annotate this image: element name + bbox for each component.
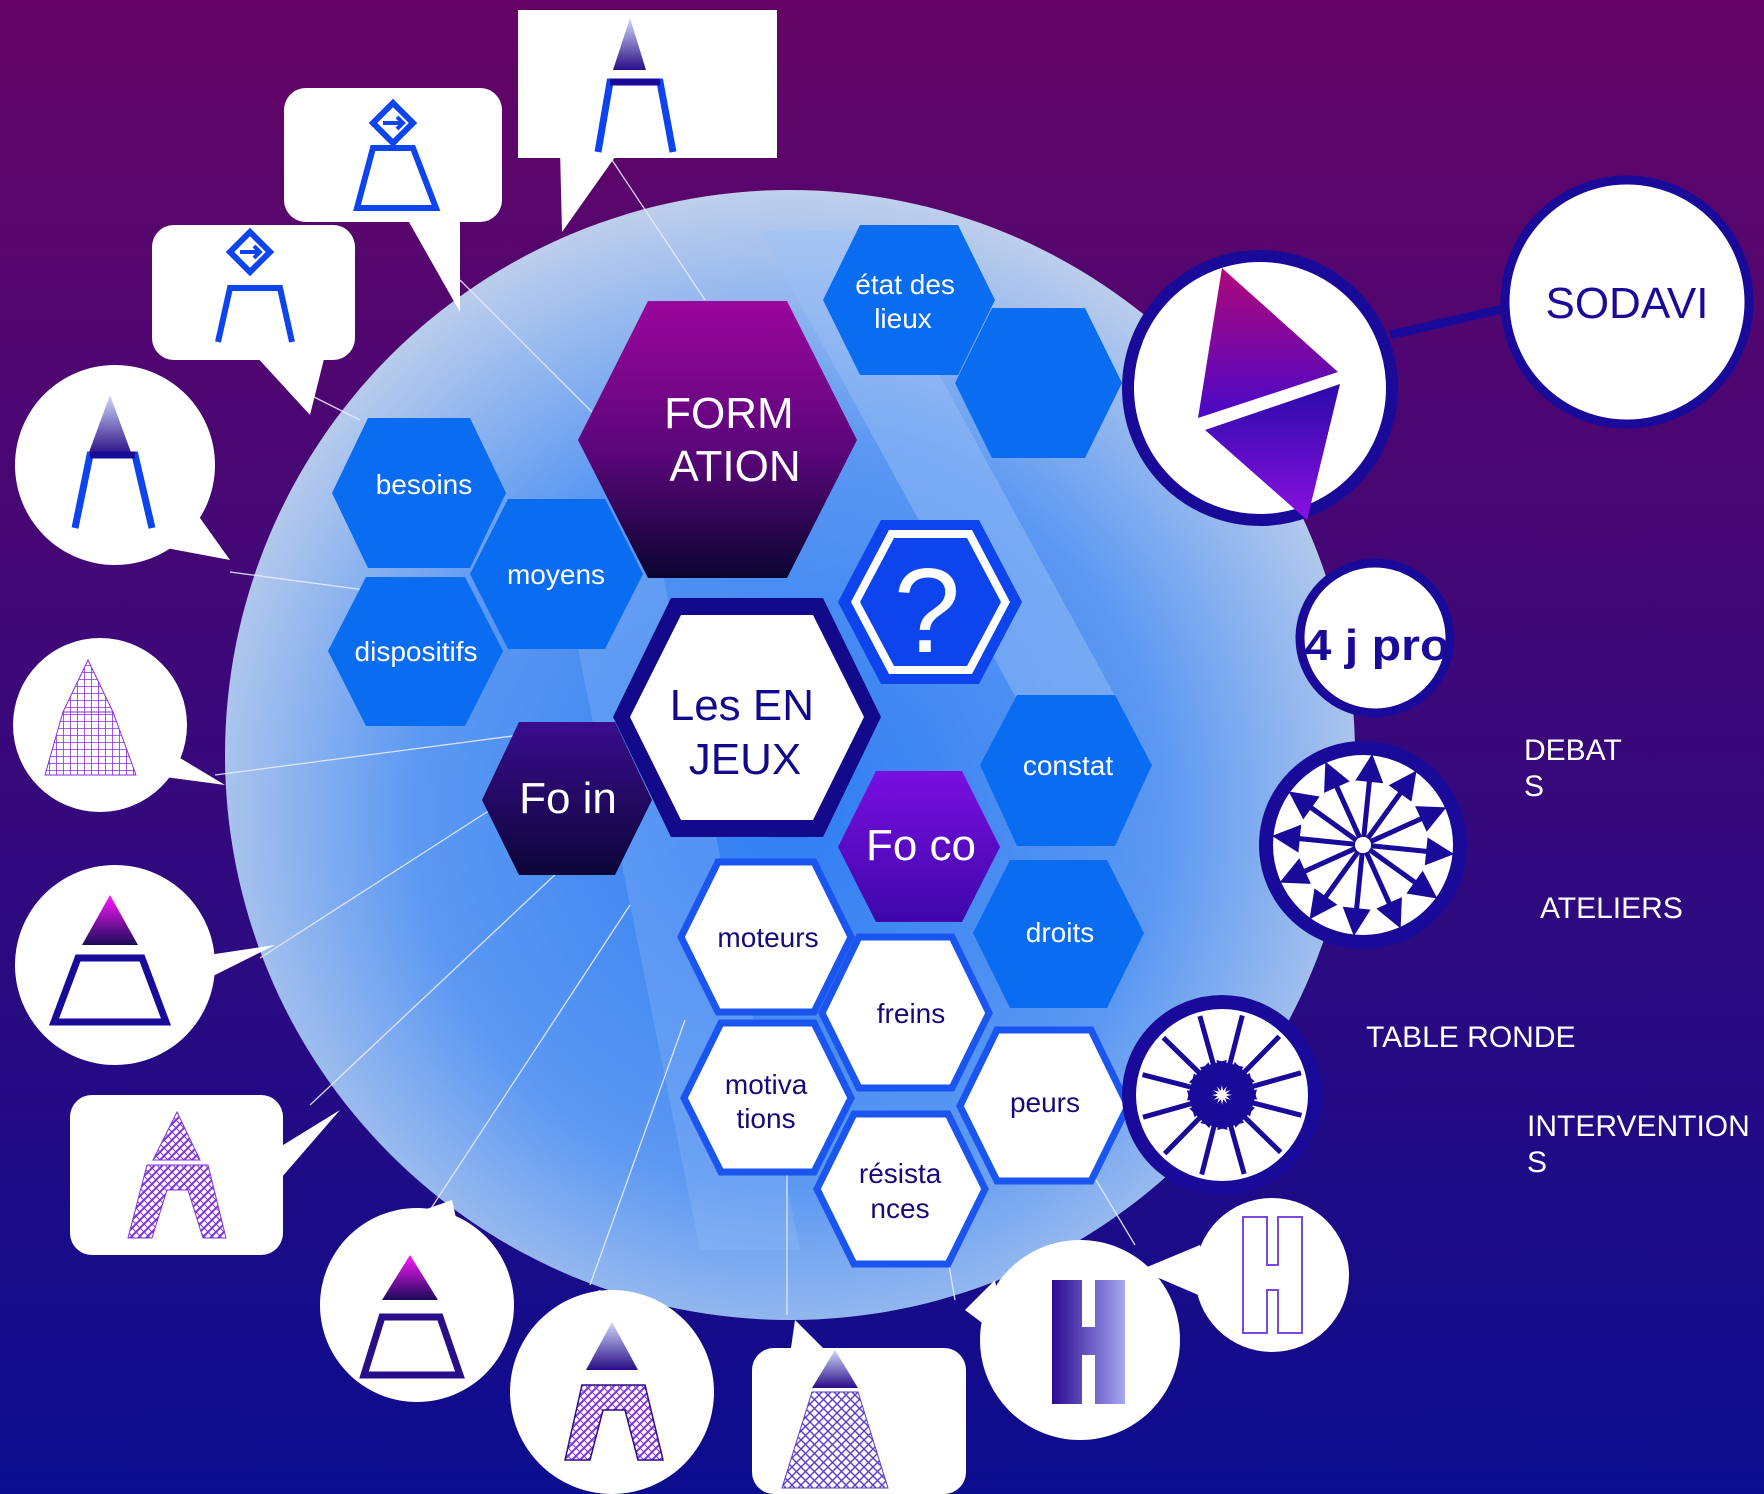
person-icon (564, 1322, 664, 1461)
arrow-head (1309, 888, 1338, 920)
hex-moteurs[interactable]: moteurs (677, 858, 855, 1016)
hex-fo-in-label: Fo in (519, 774, 617, 823)
speech-bubble-10[interactable] (752, 1320, 966, 1494)
label-table-ronde: TABLE RONDE (1366, 1021, 1576, 1054)
connector-lines (214, 159, 1136, 1315)
hex-fo-co[interactable]: Fo co (838, 771, 1000, 922)
sodavi-group: SODAVI 4 j pro (1122, 175, 1754, 718)
person-icon (71, 395, 156, 529)
speech-bubbles (13, 10, 1349, 1494)
hex-empty (955, 308, 1122, 458)
hex-peurs-label: peurs (1010, 1087, 1080, 1118)
arrow-head (1424, 837, 1455, 866)
speech-bubble-2[interactable] (284, 88, 502, 312)
hex-moyens-label: moyens (507, 559, 605, 590)
table-ronde-circle-icon (1122, 995, 1322, 1195)
pro-badge-label: 4 j pro (1305, 621, 1450, 670)
speech-bubble-12[interactable] (1140, 1198, 1349, 1352)
arrow-head (1226, 1072, 1258, 1100)
hex-moteurs-label: moteurs (717, 922, 818, 953)
sodavi-circle[interactable] (1500, 175, 1754, 429)
hex-freins[interactable]: freins (818, 933, 993, 1092)
speech-bubble-4[interactable] (15, 365, 230, 565)
arrow-head (1415, 806, 1447, 832)
h-letter-icon (1052, 1280, 1125, 1404)
h-letter-icon (1242, 1216, 1303, 1334)
arrow-head (1342, 906, 1371, 937)
question-mark: ? (894, 544, 961, 678)
person-icon (44, 658, 137, 776)
arrow-head (1324, 761, 1350, 793)
person-icon (359, 1255, 465, 1379)
hex-peurs[interactable]: peurs (956, 1026, 1132, 1185)
hex-resistances-label: résista nces (859, 1158, 949, 1224)
hex-motivations-label: motiva tions (725, 1069, 815, 1134)
sodavi-connector (1388, 300, 1522, 340)
arrow-head (1288, 791, 1320, 820)
arrow-head (1279, 858, 1311, 884)
hex-resistances[interactable]: résista nces (813, 1110, 989, 1268)
pro-badge-circle[interactable] (1295, 558, 1455, 718)
person-icon (127, 1110, 227, 1239)
person-icon (215, 227, 295, 343)
hex-droits-label: droits (1026, 917, 1094, 948)
speech-bubble-6[interactable] (15, 865, 275, 1065)
speech-bubble-5[interactable] (13, 638, 225, 812)
person-icon (353, 98, 441, 211)
speech-bubble-3[interactable] (152, 225, 355, 415)
hex-etat-des-lieux[interactable]: état des lieux (823, 225, 995, 375)
speech-bubble-9[interactable] (510, 1290, 714, 1494)
arrow-head (1388, 770, 1417, 802)
arrow-head (1376, 897, 1402, 929)
speech-bubble-11[interactable] (965, 1240, 1180, 1440)
hex-fo-co-label: Fo co (866, 821, 976, 870)
arrow-head (1406, 870, 1438, 899)
triangle-bottom (1205, 384, 1340, 520)
hex-enjeux-label: Les EN JEUX (670, 681, 827, 784)
hex-besoins[interactable]: besoins (332, 418, 506, 568)
person-icon (594, 18, 677, 153)
hex-question[interactable]: ? (838, 520, 1022, 684)
hex-dispositifs-label: dispositifs (355, 636, 478, 667)
hex-motivations[interactable]: motiva tions (680, 1019, 855, 1176)
hex-enjeux[interactable]: Les EN JEUX (613, 598, 881, 837)
hex-formation-label: FORM ATION (664, 389, 806, 491)
person-icon (781, 1350, 889, 1489)
hex-etat-label: état des lieux (855, 269, 962, 334)
debats-circle-icon (1259, 741, 1467, 949)
arrow-head (1355, 753, 1384, 784)
hex-dispositifs[interactable]: dispositifs (328, 577, 503, 726)
hex-droits[interactable]: droits (973, 860, 1144, 1008)
hexagons: FORM ATION état des lieux besoins moyens (328, 225, 1152, 1268)
hex-formation[interactable]: FORM ATION (578, 301, 857, 578)
sodavi-label: SODAVI (1545, 279, 1708, 328)
person-icon (48, 895, 172, 1026)
speech-bubble-8[interactable] (320, 1200, 514, 1402)
hex-freins-label: freins (877, 998, 945, 1029)
triangle-top (1198, 268, 1338, 418)
hex-constat[interactable]: constat (980, 695, 1152, 846)
speech-bubble-7[interactable] (70, 1095, 340, 1255)
label-ateliers: ATELIERS (1540, 892, 1683, 925)
arrow-head (1271, 824, 1302, 853)
speech-bubble-1[interactable] (518, 10, 777, 232)
hex-constat-label: constat (1023, 750, 1113, 781)
hex-besoins-label: besoins (376, 469, 473, 500)
hex-fo-in[interactable]: Fo in (482, 722, 652, 875)
hex-moyens[interactable]: moyens (470, 499, 643, 649)
